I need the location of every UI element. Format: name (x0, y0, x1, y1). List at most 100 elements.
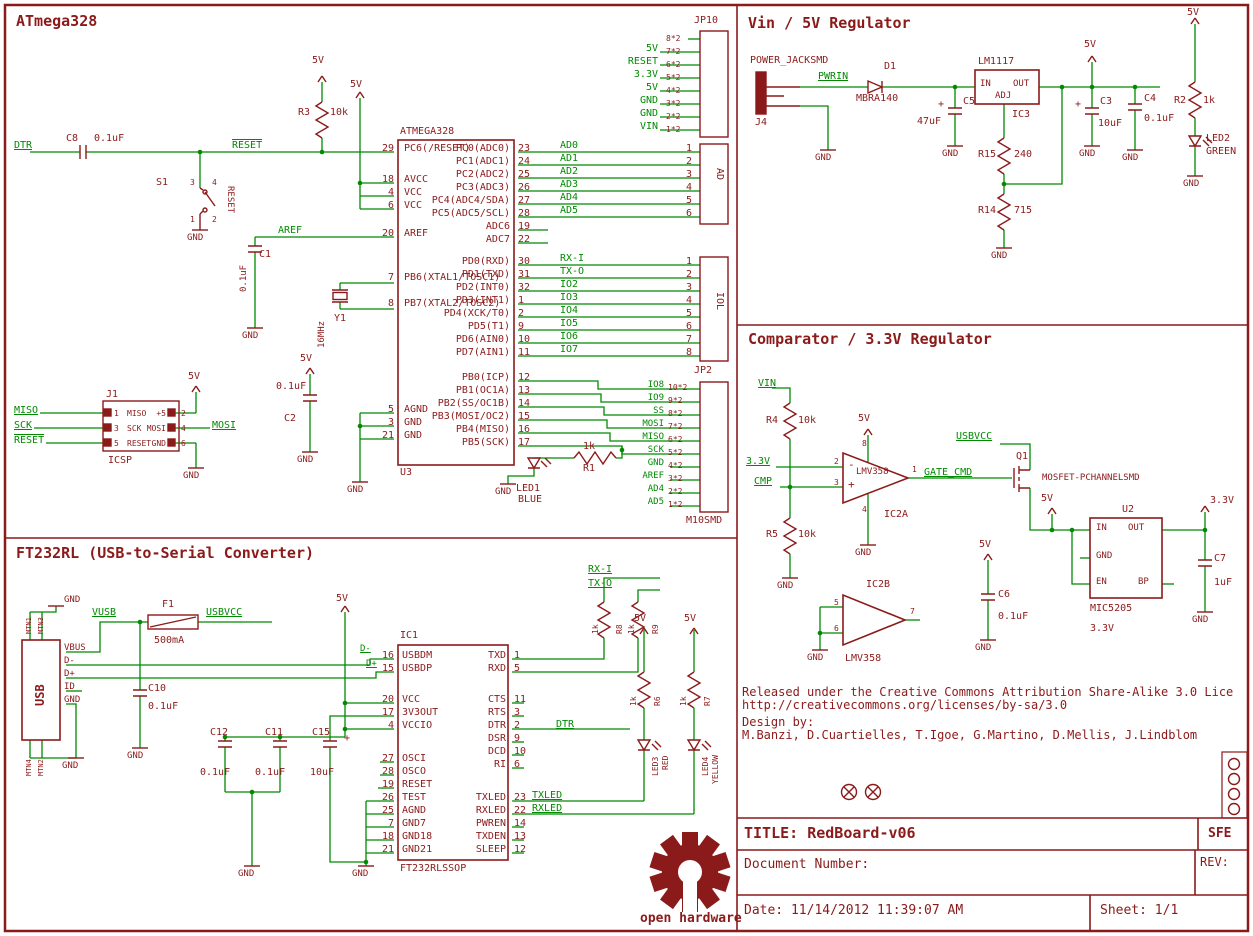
c10-ref-label: C10 (148, 683, 167, 694)
r1-value-label: 1k (583, 441, 596, 452)
wires-green (29, 24, 1206, 866)
c6-value-label: 0.1uF (998, 611, 1029, 622)
net-label-txled: TXLED (532, 790, 563, 801)
titleblock-sheet: Sheet: 1/1 (1100, 903, 1179, 918)
ic2a-pin2-label: 2 (834, 457, 839, 466)
u2-pin-in-label: IN (1096, 523, 1107, 533)
r5-ref-label: R5 (766, 529, 779, 540)
jp10-net-labels: 5V RESET 3.3V 5V GND GND VIN (627, 43, 658, 132)
u2-pin-en-label: EN (1096, 577, 1107, 587)
u3-pin-name-aref: AREF (404, 228, 429, 239)
ic1-pin-nums-l2: 20 17 4 (381, 694, 394, 731)
c7-value-label: 1uF (1214, 577, 1233, 588)
usb-conn-label: USB (33, 684, 47, 706)
r14-value-label: 715 (1014, 205, 1033, 216)
license-line1: Released under the Creative Commons Attr… (742, 685, 1234, 699)
y1-ref-label: Y1 (334, 313, 347, 324)
power-label-5v-reg: 5V (1084, 39, 1097, 50)
c3-plus-label: + (1075, 99, 1082, 110)
gnd-label-s1: GND (187, 233, 204, 243)
u2-pin-gnd-label: GND (1096, 551, 1113, 561)
u3-part-label: ATMEGA328 (400, 126, 455, 137)
j1-pin-names-right: +5 MOSI GND (146, 409, 166, 448)
s1-pin1-label: 1 (190, 215, 195, 224)
ic3-pin-out-label: OUT (1013, 79, 1030, 89)
ic2a-pin3-label: 3 (834, 478, 839, 487)
net-label-reset: RESET (232, 140, 263, 151)
power-label-5v-avcc: 5V (350, 79, 363, 90)
section-title-atmega: ATmega328 (16, 12, 98, 30)
c4-value-label: 0.1uF (1144, 113, 1175, 124)
ic2b-pin6-label: 6 (834, 624, 839, 633)
license-line2[interactable]: http://creativecommons.org/licenses/by-s… (742, 698, 1068, 712)
usb-mtn3-label: MTN3 (37, 617, 45, 634)
r2-value-label: 1k (1203, 95, 1216, 106)
u3-pin-nums-pc: 23 24 25 26 27 28 19 22 (518, 143, 531, 245)
net-label-sck: SCK (14, 420, 33, 431)
c1-ref-label: C1 (259, 249, 272, 260)
gnd-label-usb-bottom: GND (62, 761, 79, 771)
r4-value-label: 10k (798, 415, 817, 426)
license-line3: Design by: (742, 715, 815, 729)
net-label-dplus: D+ (366, 659, 377, 669)
jack-part-label: POWER_JACKSMD (750, 55, 829, 66)
ic2b-part-label: LMV358 (845, 653, 882, 664)
net-label-txo: TX-O (588, 578, 613, 589)
usb-mtn1-label: MTN1 (25, 617, 33, 634)
u3-pin-nums-pb: 12 13 14 15 16 17 (518, 372, 531, 448)
net-label-gatecmd: GATE_CMD (924, 467, 973, 478)
s1-value-label: RESET (225, 186, 235, 214)
c11-ref-label: C11 (265, 727, 284, 738)
divider-lines (5, 5, 1248, 931)
gnd-label-ic2b: GND (807, 653, 824, 663)
u3-ref-label: U3 (400, 467, 413, 478)
section-title-comp: Comparator / 3.3V Regulator (748, 330, 992, 348)
iol-conn-pin-nums: 1 2 3 4 5 6 7 8 (685, 256, 692, 358)
c15-ref-label: C15 (312, 727, 331, 738)
c2-ref-label: C2 (284, 413, 297, 424)
c1-value-label: 0.1uF (239, 264, 249, 292)
c8-value-label: 0.1uF (94, 133, 125, 144)
c15-plus-label: + (344, 733, 351, 744)
u3-pin-name-reset: PC6(/RESET) (404, 143, 471, 154)
gnd-label-c2: GND (297, 455, 314, 465)
power-label-33v-out: 3.3V (1210, 495, 1235, 506)
net-label-dtr-ft: DTR (556, 719, 575, 730)
r4-ref-label: R4 (766, 415, 779, 426)
power-label-5v-icsp: 5V (188, 371, 201, 382)
ic2b-pin7-label: 7 (910, 607, 915, 616)
ic3-part-label: LM1117 (978, 56, 1015, 67)
iol-conn-label: IOL (714, 292, 725, 311)
r3-value-label: 10k (330, 107, 349, 118)
gnd-label-c12c11: GND (238, 869, 255, 879)
titleblock-title: TITLE: RedBoard-v06 (744, 824, 916, 842)
u2-value-label: 3.3V (1090, 623, 1115, 634)
power-label-5v-ic1: 5V (336, 593, 349, 604)
led4-ref-label: LED4 (701, 756, 710, 776)
c11-value-label: 0.1uF (255, 767, 286, 778)
ic1-part-label: FT232RLSSOP (400, 863, 467, 874)
gnd-label-c7: GND (1192, 615, 1209, 625)
u3-pin-num-aref: 20 (381, 228, 394, 239)
r7-ref-label: R7 (703, 696, 712, 706)
led3-ref-label: LED3 (651, 756, 660, 776)
r6-ref-label: R6 (653, 696, 662, 706)
u3-pin-name-xtal1: PB6(XTAL1/TOSC1) (404, 272, 501, 283)
r9-value-label: 1k (627, 624, 636, 634)
c2-value-label: 0.1uF (276, 381, 307, 392)
net-label-usbvcc-ft: USBVCC (206, 607, 243, 618)
c5-ref-label: C5 (963, 96, 976, 107)
u3-pin-names-pb: PB0(ICP) PB1(OC1A) PB2(SS/OC1B) PB3(MOSI… (431, 372, 510, 448)
s1-pin2-label: 2 (212, 215, 217, 224)
q1-ref-label: Q1 (1016, 451, 1029, 462)
s1-pin4-label: 4 (212, 178, 217, 187)
c7-ref-label: C7 (1214, 553, 1227, 564)
net-label-miso: MISO (14, 405, 39, 416)
power-label-5v-led3: 5V (634, 613, 647, 624)
ic2a-minus-label: - (848, 458, 855, 471)
ad-conn-label: AD (714, 168, 725, 181)
ic2b-ref-label: IC2B (866, 579, 891, 590)
u3-pin-num-xtal2: 8 (387, 298, 394, 309)
r1-ref-label: R1 (583, 463, 596, 474)
